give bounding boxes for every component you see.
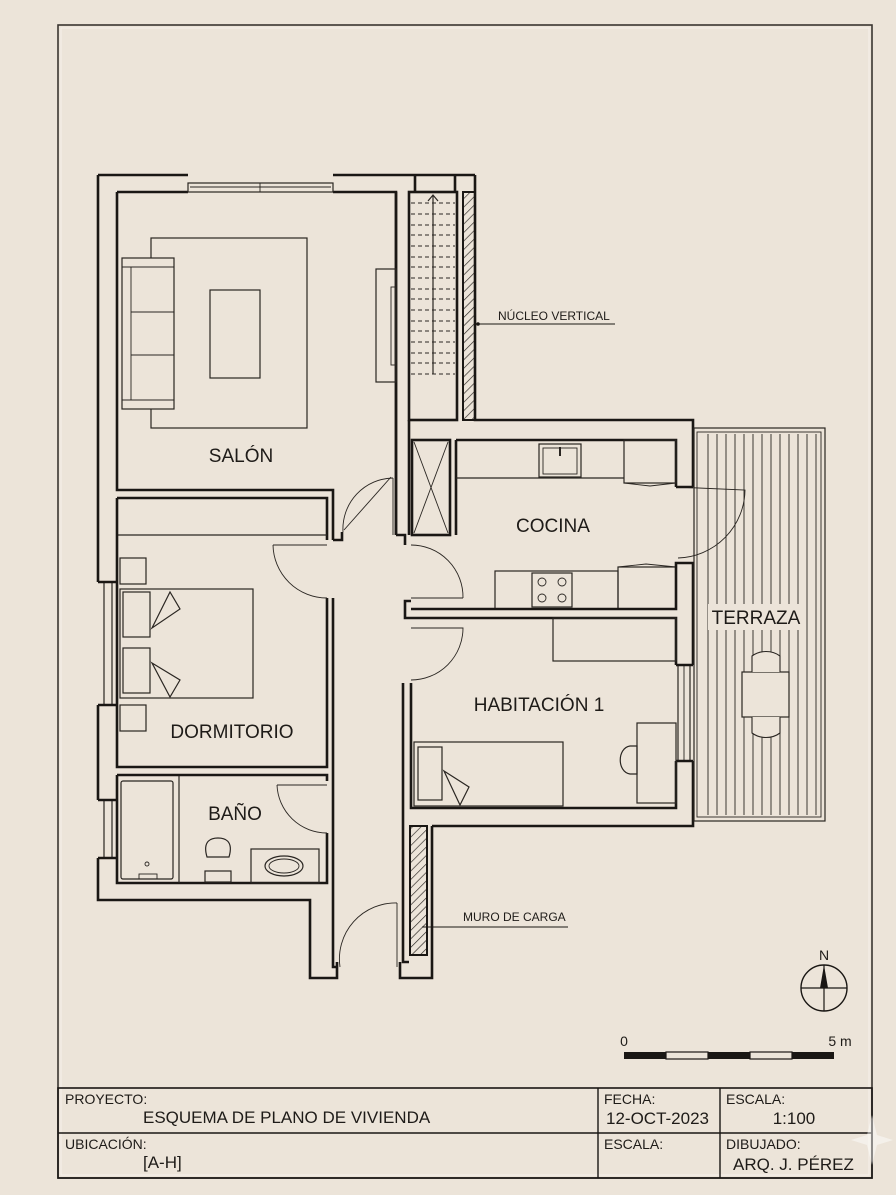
- fecha-label: FECHA:: [604, 1091, 655, 1107]
- vertical-core: NÚCLEO VERTICAL: [394, 175, 695, 535]
- escala-label: ESCALA:: [726, 1091, 785, 1107]
- ubicacion-label: UBICACIÓN:: [65, 1136, 147, 1152]
- label-nucleo-vertical: NÚCLEO VERTICAL: [498, 308, 610, 323]
- scale-start-label: 0: [620, 1033, 628, 1049]
- label-bano: BAÑO: [208, 803, 262, 825]
- scale-end-label: 5 m: [828, 1033, 851, 1049]
- label-dormitorio: DORMITORIO: [170, 722, 293, 743]
- title-block: PROYECTO: ESQUEMA DE PLANO DE VIVIENDA F…: [57, 1087, 873, 1179]
- dibujado-value: ARQ. J. PÉREZ: [733, 1155, 854, 1174]
- bano: BAÑO: [115, 773, 329, 885]
- dibujado-label: DIBUJADO:: [726, 1136, 801, 1152]
- ubicacion-value: [A-H]: [143, 1153, 182, 1172]
- habitacion-1: HABITACIÓN 1: [409, 616, 695, 828]
- escala-value: 1:100: [773, 1109, 816, 1128]
- dormitorio: DORMITORIO: [115, 496, 329, 769]
- terraza: TERRAZA: [693, 427, 826, 822]
- north-arrow: N: [800, 947, 848, 1012]
- north-label: N: [819, 947, 829, 963]
- exterior-walls: [96, 173, 475, 980]
- label-terraza: TERRAZA: [712, 608, 801, 629]
- label-salon: SALÓN: [209, 445, 273, 467]
- label-cocina: COCINA: [516, 516, 590, 537]
- proyecto-value: ESQUEMA DE PLANO DE VIVIENDA: [143, 1108, 431, 1127]
- hallway: MURO DE CARGA: [331, 598, 568, 980]
- kitchen: COCINA: [403, 420, 746, 665]
- label-muro-de-carga: MURO DE CARGA: [463, 910, 566, 924]
- scale-bar: 0 5 m: [620, 1033, 852, 1060]
- fecha-value: 12-OCT-2023: [606, 1109, 709, 1128]
- label-habitacion-1: HABITACIÓN 1: [474, 694, 605, 716]
- watermark-sparkle-icon: [851, 1115, 893, 1165]
- escala-2-label: ESCALA:: [604, 1136, 663, 1152]
- salon-furniture: SALÓN: [121, 237, 397, 467]
- salon-door[interactable]: [333, 476, 407, 545]
- proyecto-label: PROYECTO:: [65, 1091, 147, 1107]
